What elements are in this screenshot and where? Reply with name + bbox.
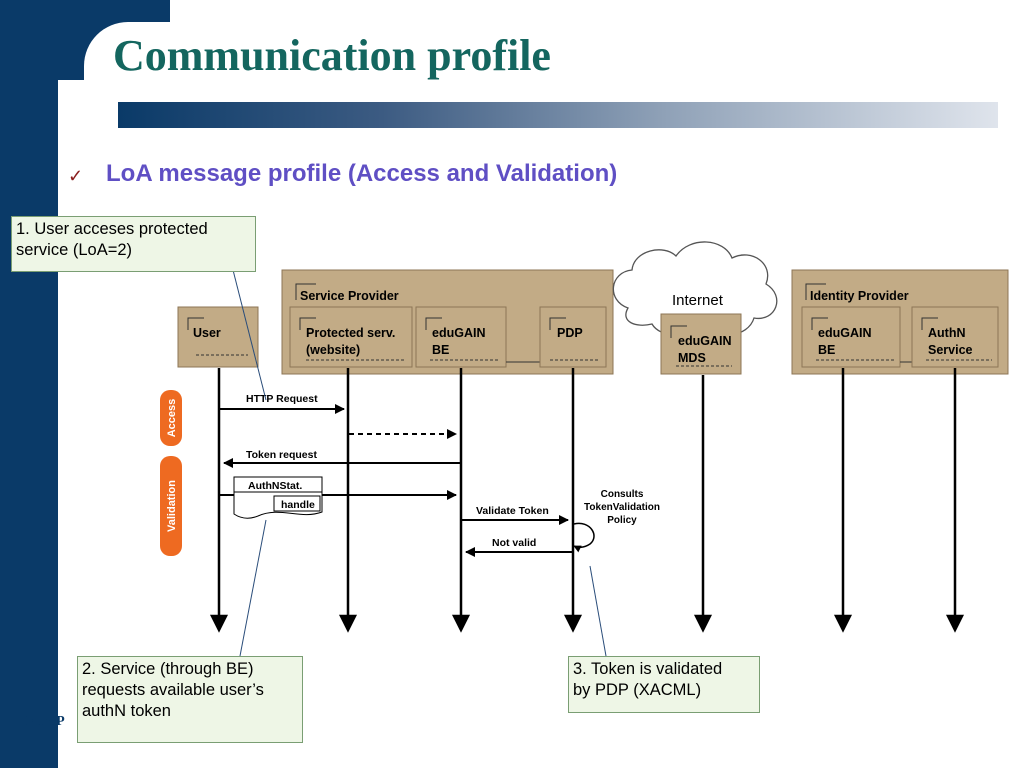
slide-title: Communication profile xyxy=(113,31,551,80)
callout-step-1: 1. User acceses protected service (LoA=2… xyxy=(11,216,256,272)
svg-text:Protected serv.: Protected serv. xyxy=(306,326,395,340)
service-provider-label: Service Provider xyxy=(300,289,399,303)
svg-text:Token request: Token request xyxy=(246,449,317,461)
svg-text:Validate Token: Validate Token xyxy=(476,505,549,517)
message-not-valid: Not valid xyxy=(465,537,572,557)
callout-step-3: 3. Token is validated by PDP (XACML) xyxy=(568,656,760,713)
svg-text:AuthNStat.: AuthNStat. xyxy=(248,480,302,492)
svg-text:Not valid: Not valid xyxy=(492,537,536,549)
title-panel xyxy=(84,22,1024,102)
actor-edugain-mds: eduGAIN MDS xyxy=(660,313,742,375)
svg-text:User: User xyxy=(193,326,221,340)
svg-text:eduGAIN: eduGAIN xyxy=(818,326,871,340)
message-authnstat-handle: AuthNStat. handle xyxy=(220,476,457,519)
lifelines xyxy=(209,368,965,633)
svg-text:eduGAIN: eduGAIN xyxy=(432,326,485,340)
message-token-request: Token request xyxy=(223,449,460,468)
svg-text:Policy: Policy xyxy=(607,515,637,526)
svg-text:TokenValidation: TokenValidation xyxy=(584,502,660,513)
message-validate-token: Validate Token xyxy=(462,505,569,525)
bullet-text: LoA message profile (Access and Validati… xyxy=(106,160,618,187)
svg-text:HTTP Request: HTTP Request xyxy=(246,393,318,405)
svg-text:eduGAIN: eduGAIN xyxy=(678,334,731,348)
actor-pdp: PDP xyxy=(539,306,607,368)
svg-text:AuthN: AuthN xyxy=(928,326,966,340)
actor-protected-service: Protected serv. (website) xyxy=(289,306,413,368)
callout-leaders xyxy=(232,269,607,657)
svg-text:PDP: PDP xyxy=(557,326,583,340)
internet-label: Internet xyxy=(672,292,724,309)
svg-text:Consults: Consults xyxy=(601,489,644,500)
actor-edugain-be-idp: eduGAIN BE xyxy=(801,306,901,368)
actor-user: User xyxy=(177,306,259,368)
svg-text:Validation: Validation xyxy=(166,480,178,532)
identity-provider-label: Identity Provider xyxy=(810,289,909,303)
svg-text:MDS: MDS xyxy=(678,351,706,365)
phase-access: Access xyxy=(160,390,182,446)
svg-text:BE: BE xyxy=(432,343,449,357)
message-consults-policy: Consults TokenValidation Policy xyxy=(573,489,660,553)
svg-text:(website): (website) xyxy=(306,343,360,357)
checkmark-icon: ✓ xyxy=(68,166,84,186)
callout-step-2: 2. Service (through BE) requests availab… xyxy=(77,656,303,743)
svg-text:handle: handle xyxy=(281,499,315,511)
title-gradient-rule xyxy=(118,102,998,128)
message-http-request: HTTP Request xyxy=(220,393,345,414)
svg-text:BE: BE xyxy=(818,343,835,357)
footer-text: EuroP xyxy=(26,714,65,729)
phase-validation: Validation xyxy=(160,456,182,556)
left-navy-bar xyxy=(0,0,58,768)
svg-text:Access: Access xyxy=(166,399,178,438)
actor-edugain-be-sp: eduGAIN BE xyxy=(415,306,507,368)
svg-text:Service: Service xyxy=(928,343,973,357)
actor-authn-service: AuthN Service xyxy=(911,306,999,368)
